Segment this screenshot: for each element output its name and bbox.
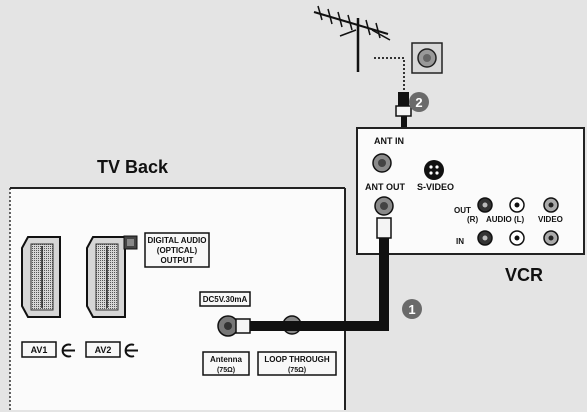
svg-text:DIGITAL AUDIO: DIGITAL AUDIO <box>148 236 207 245</box>
svg-text:OUTPUT: OUTPUT <box>161 256 194 265</box>
tv-antenna-label-box: Antenna (75Ω) <box>202 351 250 376</box>
vcr-panel: ANT IN ANT OUT S-VIDEO OUT IN (R) AUDIO … <box>356 127 585 255</box>
tv-loop-through-label-box: LOOP THROUGH (75Ω) <box>257 351 337 376</box>
svg-text:AV2: AV2 <box>95 345 112 355</box>
vcr-title: VCR <box>505 265 543 285</box>
wall-outlet-icon <box>411 42 443 74</box>
coax-plug-icon <box>395 92 412 130</box>
svg-text:Antenna: Antenna <box>210 355 243 364</box>
vcr-audio-l-label: AUDIO (L) <box>486 215 525 224</box>
tv-back-title: TV Back <box>97 157 169 177</box>
svg-text:2: 2 <box>415 95 422 110</box>
dc-power-label-box: DC5V.30mA <box>199 291 251 307</box>
svg-text:(OPTICAL): (OPTICAL) <box>157 246 198 255</box>
svg-text:(75Ω): (75Ω) <box>288 367 306 374</box>
vcr-audio-r-label: (R) <box>467 215 478 224</box>
step-1-badge: 1 <box>402 299 422 319</box>
step-2-badge: 2 <box>409 92 429 112</box>
vcr-video-label: VIDEO <box>538 215 563 224</box>
av1-input-icon <box>61 343 75 358</box>
svg-text:DC5V.30mA: DC5V.30mA <box>203 295 248 304</box>
vcr-s-video-label: S-VIDEO <box>417 182 454 192</box>
av2-label-box: AV2 <box>85 341 121 358</box>
scart-av1-connector <box>21 236 61 318</box>
vcr-in-label: IN <box>456 237 464 246</box>
svg-text:LOOP THROUGH: LOOP THROUGH <box>264 355 329 364</box>
vcr-out-label: OUT <box>454 206 471 215</box>
svg-text:1: 1 <box>408 302 415 317</box>
antenna-icon <box>313 5 391 72</box>
svg-text:(75Ω): (75Ω) <box>217 367 235 374</box>
av2-input-icon <box>124 343 138 358</box>
s-video-jack <box>424 160 444 180</box>
scart-av2-connector <box>86 236 126 318</box>
coax-cable <box>235 217 392 334</box>
antenna-feed-line <box>374 57 405 92</box>
svg-text:AV1: AV1 <box>31 345 48 355</box>
av1-label-box: AV1 <box>21 341 57 358</box>
vcr-ant-in-label: ANT IN <box>374 136 404 146</box>
digital-audio-label-box: DIGITAL AUDIO (OPTICAL) OUTPUT <box>144 232 210 268</box>
vcr-ant-out-label: ANT OUT <box>365 182 405 192</box>
